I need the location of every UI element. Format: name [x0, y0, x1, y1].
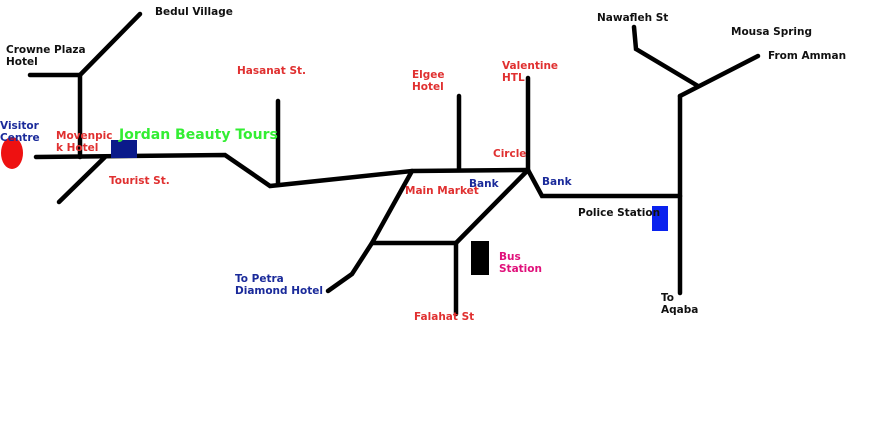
- label-tourist-st: Tourist St.: [109, 175, 170, 187]
- label-falahat-st: Falahat St: [414, 311, 475, 323]
- label-bedul-village: Bedul Village: [155, 6, 233, 18]
- road-bank-east: [525, 167, 683, 199]
- road-southwest-spur: [56, 154, 108, 205]
- road-to-amman: [677, 53, 761, 99]
- road-network: [27, 11, 761, 317]
- road-circle-southwest: [453, 167, 531, 246]
- label-to-petra-diamond-hotel: To Petra Diamond Hotel: [235, 273, 323, 297]
- label-from-amman: From Amman: [768, 50, 847, 62]
- label-bus-station: Bus Station: [499, 251, 542, 275]
- road-nawafleh-st: [631, 24, 701, 89]
- road-bedul-village: [77, 11, 143, 78]
- label-visitor-centre: Visitor Centre: [0, 120, 40, 144]
- label-bank-west: Bank: [469, 178, 499, 190]
- road-main-market-west: [325, 168, 415, 294]
- police-station-marker: [652, 206, 668, 231]
- label-police-station: Police Station: [578, 207, 661, 219]
- jordan-beauty-tours-marker: [111, 140, 137, 158]
- bus-station-marker: [471, 241, 489, 275]
- label-crowne-plaza-hotel: Crowne Plaza Hotel: [6, 44, 86, 68]
- visitor-centre-marker: [1, 137, 23, 169]
- label-to-aqaba: To Aqaba: [661, 292, 699, 316]
- label-main-market: Main Market: [405, 185, 479, 197]
- label-nawafleh-st: Nawafleh St: [597, 12, 669, 24]
- road-tourist-st: [33, 152, 531, 189]
- label-mousa-spring: Mousa Spring: [731, 26, 812, 38]
- label-bank-east: Bank: [542, 176, 572, 188]
- label-valentine-htl: Valentine HTL: [502, 60, 559, 84]
- label-circle: Circle: [493, 148, 527, 160]
- label-elgee-hotel: Elgee Hotel: [412, 69, 445, 93]
- label-movenpick-hotel: Movenpic k Hotel: [56, 130, 113, 154]
- label-hasanat-st: Hasanat St.: [237, 65, 307, 77]
- label-jordan-beauty-tours: Jordan Beauty Tours: [119, 127, 278, 143]
